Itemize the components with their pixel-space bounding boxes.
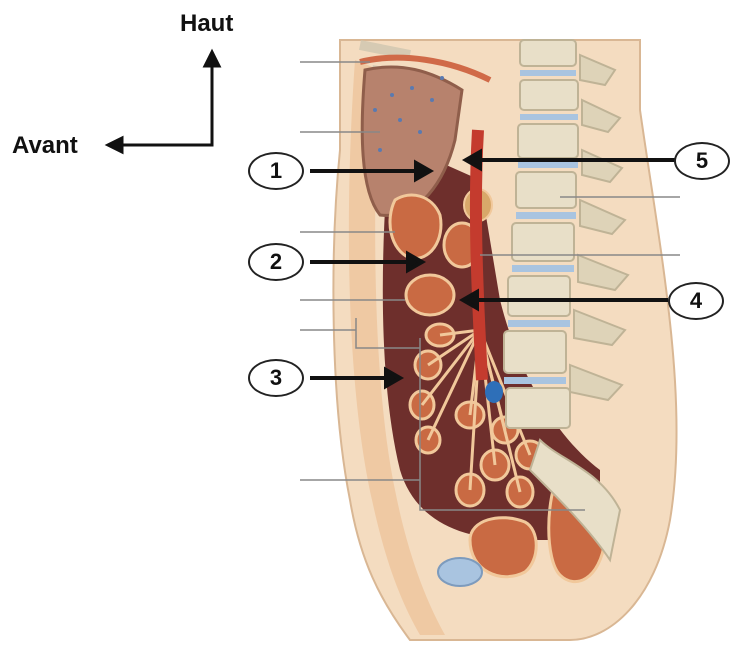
callout-4: 4 — [668, 282, 724, 320]
transverse-colon — [406, 275, 454, 315]
orientation-label-front: Avant — [12, 132, 78, 160]
stomach — [390, 195, 441, 258]
callout-2: 2 — [248, 243, 304, 281]
callout-5: 5 — [674, 142, 730, 180]
vena-cava — [485, 381, 503, 403]
callout-3: 3 — [248, 359, 304, 397]
orientation-label-up: Haut — [180, 10, 233, 38]
orientation-arrows — [108, 52, 219, 152]
pubic-symphysis — [438, 558, 482, 586]
callout-1: 1 — [248, 152, 304, 190]
